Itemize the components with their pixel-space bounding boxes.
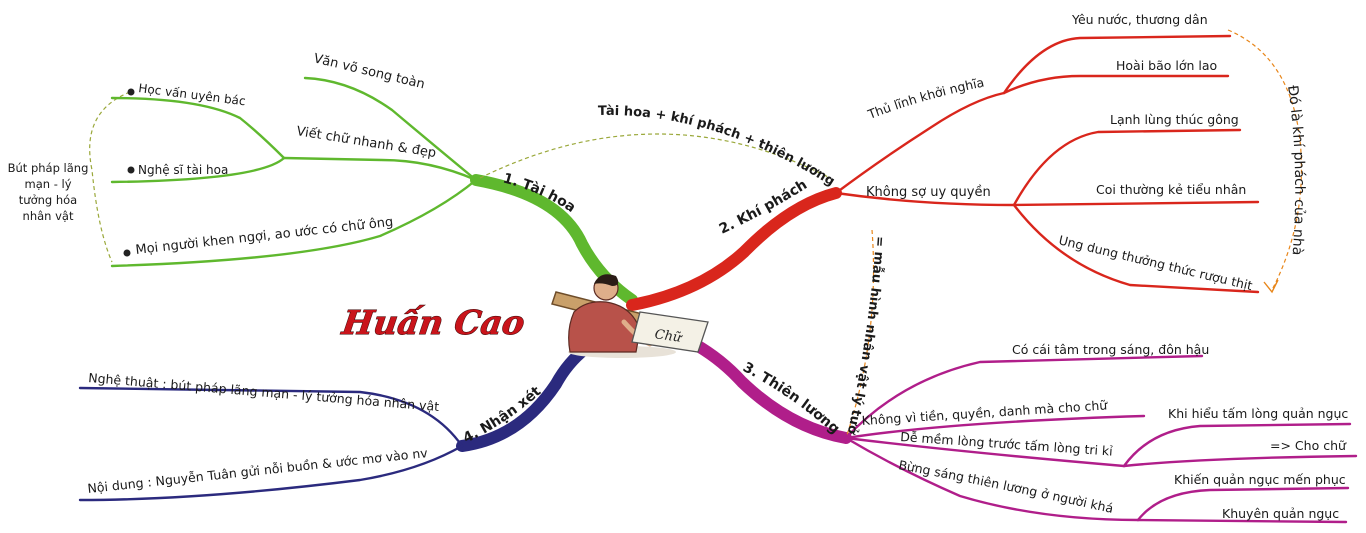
- khi-phach-ung-dung: Ung dung thưởng thức rượu thịt: [1057, 232, 1254, 293]
- nhan-xet-to-noi-dung-line: [78, 444, 464, 502]
- branch-khi-phach-connector: [626, 187, 842, 311]
- nhan-xet-to-nghe-thuat-line: [78, 386, 464, 448]
- khong-so-to-ung-dung-line: [1012, 203, 1260, 294]
- formula-top-label: Tài hoa + khí phách + thiên lương =: [0, 0, 837, 189]
- tai-hoa-to-moi-nguoi-line: [110, 178, 478, 268]
- thien-luong-to-co-cai-tam-line: [844, 354, 1204, 440]
- khi-phach-khong-so: Không sợ uy quyền: [866, 185, 991, 200]
- khi-phach-coi-thuong: Coi thường kẻ tiểu nhân: [1096, 182, 1246, 197]
- khi-phach-lanh-lung: Lạnh lùng thúc gông: [1110, 112, 1239, 127]
- thien-luong-khuyen: Khuyên quản ngục: [1222, 506, 1339, 521]
- bullet-icon: [127, 88, 135, 96]
- khi-phach-to-khong-so-line: [834, 191, 1016, 207]
- khi-phach-thu-linh: Thủ lĩnh khởi nghĩa: [865, 75, 986, 123]
- note-line: nhân vật: [23, 209, 74, 223]
- note-line: mạn - lý: [25, 177, 72, 191]
- note-line: Bút pháp lãng: [8, 161, 89, 175]
- tai-hoa-van-vo: Văn võ song toàn: [312, 51, 426, 92]
- thien-luong-to-khong-vi-tien-line: [844, 414, 1146, 440]
- branch-khi-phach-lines: [834, 34, 1260, 294]
- bullet-icon: [123, 249, 131, 257]
- thien-luong-khien: Khiến quản ngục mến phục: [1174, 472, 1346, 487]
- formula-arc-top: [479, 133, 831, 179]
- branch-thien-luong-lines: [844, 354, 1358, 524]
- note-line: tưởng hóa: [19, 193, 77, 207]
- nhan-xet-noi-dung: Nội dung : Nguyễn Tuân gửi nỗi buồn & ướ…: [87, 445, 429, 496]
- figure-hair: [594, 274, 619, 286]
- de-mem-to-khi-hieu-line: [1122, 422, 1352, 468]
- formula-arc-right: [845, 229, 875, 439]
- thien-luong-cho-chu: => Cho chữ: [1270, 438, 1347, 453]
- note-arrowhead: [1263, 279, 1279, 294]
- thien-luong-khi-hieu: Khi hiểu tấm lòng quản ngục: [1168, 406, 1348, 421]
- center-title: Huấn Cao: [339, 303, 527, 342]
- bullet-icon: [127, 166, 135, 174]
- tai-hoa-to-van-vo-line: [303, 76, 478, 182]
- note-bracket-khi-phach: [1227, 29, 1303, 291]
- branch-tai-hoa-lines: [110, 76, 478, 268]
- thien-luong-co-cai-tam: Có cái tâm trong sáng, đôn hậu: [1012, 342, 1209, 357]
- note-bracket-tai-hoa: [89, 91, 131, 263]
- figure-body: [568, 301, 641, 353]
- khi-phach-to-thu-linh-line: [834, 91, 1006, 195]
- nhan-xet-nghe-thuat: Nghệ thuật : bút pháp lãng mạn - lý tưởn…: [88, 370, 440, 414]
- scroll-calligraphy: Chữ: [654, 327, 684, 346]
- branch-nhan-xet-lines: [78, 386, 464, 502]
- thien-luong-to-bung-sang-line: [844, 436, 1140, 522]
- viet-chu-to-nghe-si-line: [110, 156, 286, 184]
- de-mem-to-cho-chu-line: [1122, 454, 1358, 468]
- bung-sang-to-khuyen-line: [1136, 518, 1348, 524]
- tai-hoa-moi-nguoi: Mọi người khen ngợi, ao ước có chữ ông: [135, 215, 394, 258]
- bung-sang-to-khien-line: [1136, 486, 1350, 522]
- khong-so-to-lanh-lung-line: [1012, 128, 1242, 207]
- khi-phach-hoai-bao: Hoài bão lớn lao: [1116, 58, 1217, 73]
- thu-linh-to-hoai-bao-line: [1002, 74, 1230, 95]
- khong-so-to-coi-thuong-line: [1012, 200, 1260, 207]
- viet-chu-to-hoc-van-line: [110, 96, 286, 160]
- thien-luong-to-de-mem-line: [844, 436, 1126, 468]
- calligrapher-figure: Chữ: [551, 274, 709, 358]
- thu-linh-to-yeu-nuoc-line: [1002, 34, 1232, 95]
- khi-phach-yeu-nuoc: Yêu nước, thương dân: [1071, 12, 1208, 27]
- scroll-paper: [631, 311, 709, 353]
- tai-hoa-nghe-si: Nghệ sĩ tài hoa: [138, 163, 228, 177]
- tai-hoa-to-viet-chu-line: [282, 156, 478, 182]
- note-tai-hoa: Bút pháp lãng mạn - lý tưởng hóa nhân vậ…: [8, 161, 89, 223]
- note-khi-phach: Đó là khí phách của nhà nho: [0, 0, 1307, 260]
